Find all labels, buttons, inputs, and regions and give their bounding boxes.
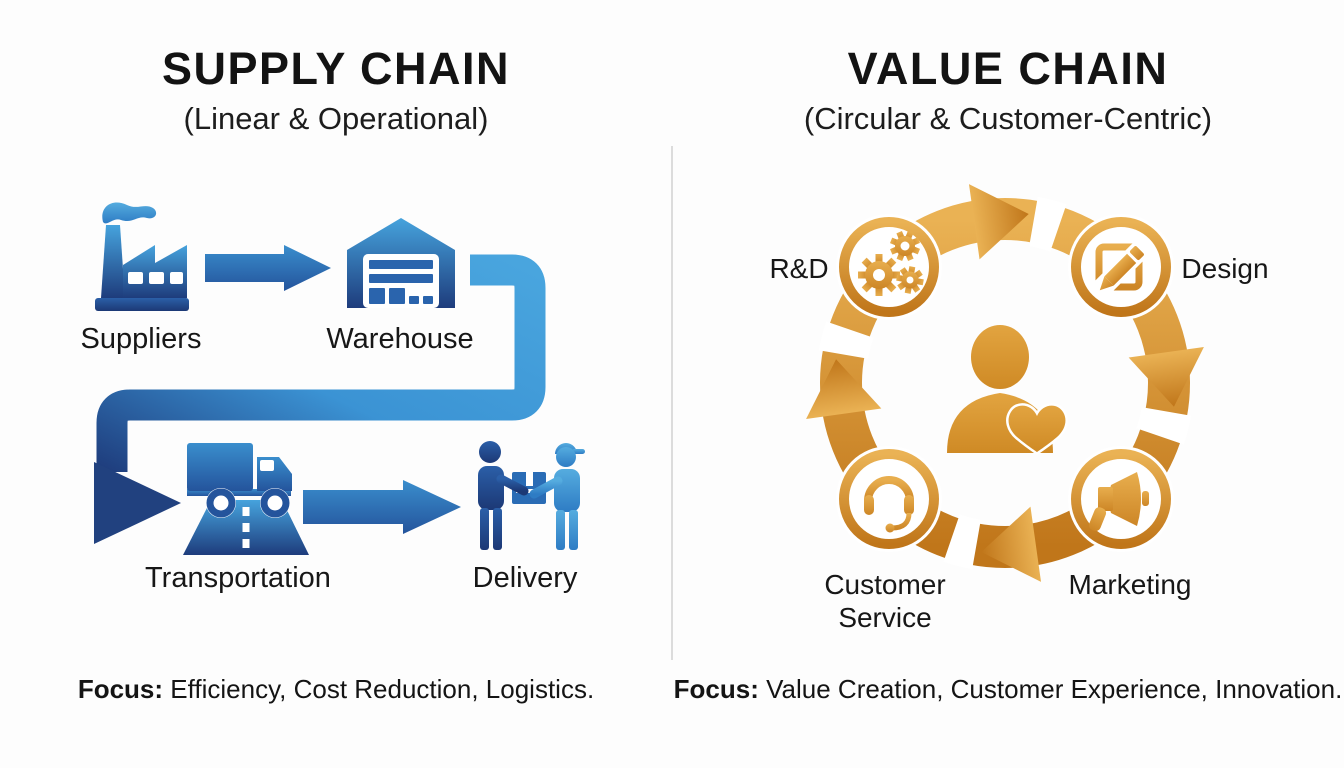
rnd-node [836,214,942,320]
megaphone-icon [1088,472,1149,531]
package-handoff-icon [478,441,585,550]
focus-text: Value Creation, Customer Experience, Inn… [766,674,1343,704]
rnd-label: R&D [769,253,828,284]
focus-label: Focus: [77,674,164,704]
gears-icon [858,230,924,296]
elbow-connector-icon [94,254,546,544]
customer-heart-icon [947,325,1068,456]
warehouse-icon [347,218,455,308]
value-chain-title: VALUE CHAIN [847,43,1169,94]
design-node [1068,214,1174,320]
transportation-label: Transportation [145,562,331,594]
customer-service-node [836,446,942,552]
cycle-arrowhead-right [1128,346,1204,407]
supply-chain-title: SUPPLY CHAIN [161,43,511,94]
flow-arrow-icon [205,245,331,291]
panel-divider [671,146,673,660]
customer-service-label-line2: Service [838,602,931,633]
marketing-node [1068,446,1174,552]
value-chain-focus: Focus: Value Creation, Customer Experien… [672,674,1344,705]
delivery-label: Delivery [473,562,578,594]
value-chain-subtitle: (Circular & Customer-Centric) [803,101,1213,136]
cycle-arrowhead-bottom [981,506,1042,582]
customer-service-label-line1: Customer [824,569,945,600]
cycle-arrows-icon [806,184,1204,582]
cycle-arrowhead-left [806,359,882,420]
factory-icon [95,202,189,311]
cycle-arrowhead-top [968,184,1029,260]
headset-icon [864,476,914,533]
warehouse-label: Warehouse [326,323,473,355]
supply-chain-diagram: Suppliers Warehouse [81,202,585,594]
supply-chain-focus: Focus: Efficiency, Cost Reduction, Logis… [0,674,672,705]
flow-arrow-icon [303,480,461,534]
focus-text: Efficiency, Cost Reduction, Logistics. [170,674,595,704]
marketing-label: Marketing [1069,569,1192,600]
focus-label: Focus: [673,674,759,704]
edit-square-icon [1093,242,1148,297]
truck-road-icon [183,443,309,555]
supply-chain-subtitle: (Linear & Operational) [183,101,489,136]
suppliers-label: Suppliers [81,323,202,355]
value-chain-diagram: R&D Design [769,184,1269,633]
design-label: Design [1181,253,1268,284]
